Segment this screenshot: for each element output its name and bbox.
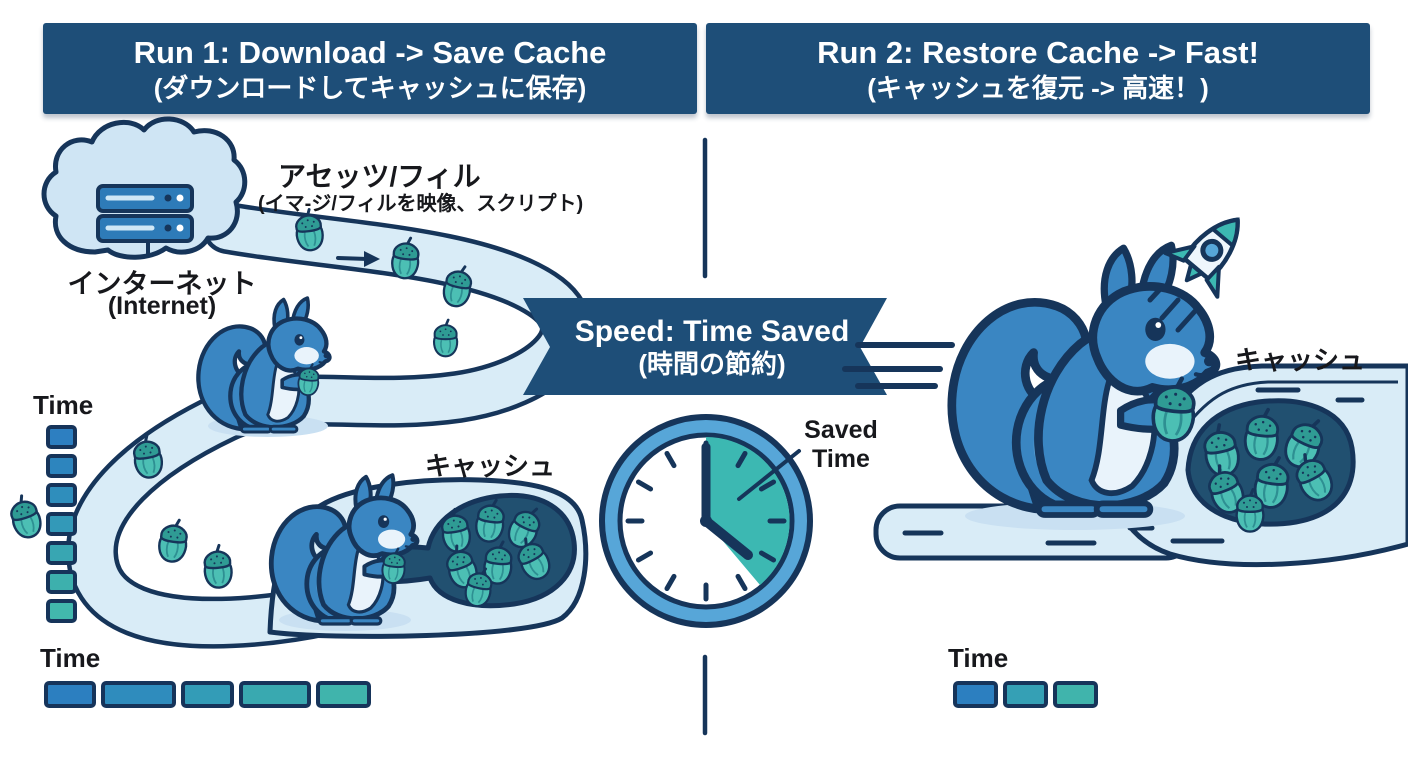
time-segment	[46, 541, 77, 565]
banner-run1-title: Run 1: Download -> Save Cache	[133, 34, 607, 70]
time-bar-right	[953, 681, 1098, 708]
time-segment	[1053, 681, 1098, 708]
banner-run2: Run 2: Restore Cache -> Fast! (キャッシュを復元 …	[706, 23, 1370, 114]
time-segment	[1003, 681, 1048, 708]
time-segment	[46, 454, 77, 478]
time-bar-right-label: Time	[948, 643, 1009, 673]
ribbon-subtitle: (時間の節約)	[638, 349, 786, 380]
ribbon-title: Speed: Time Saved	[574, 314, 850, 348]
time-segment	[953, 681, 998, 708]
saved-time-label: Saved Time	[804, 416, 878, 473]
clock-icon	[599, 414, 813, 628]
saved-time-pointer	[737, 449, 801, 501]
ribbon-banner: Speed: Time Saved (時間の節約)	[537, 301, 887, 392]
banner-run2-subtitle: (キャッシュを復元 -> 高速！)	[867, 73, 1209, 104]
banner-run1-subtitle: (ダウンロードしてキャッシュに保存)	[153, 73, 587, 104]
cache-label-right: キャッシュ	[1235, 345, 1366, 375]
time-segment	[46, 512, 77, 536]
time-segment	[101, 681, 176, 708]
road-arrow-icon	[336, 251, 380, 267]
banner-run1: Run 1: Download -> Save Cache (ダウンロードしてキ…	[43, 23, 697, 114]
time-meter-label: Time	[33, 390, 94, 420]
speed-lines	[842, 342, 955, 389]
time-segment	[46, 425, 77, 449]
time-meter-vertical	[46, 425, 77, 623]
time-segment	[46, 599, 77, 623]
banner-run2-title: Run 2: Restore Cache -> Fast!	[817, 34, 1259, 70]
time-bar-left-label: Time	[40, 643, 101, 673]
time-segment	[46, 483, 77, 507]
server-icon	[96, 184, 194, 243]
assets-label: アセッツ/フィル	[278, 161, 481, 192]
assets-sublabel: (イマ-ジ/フィルを映像、スクリプト)	[258, 193, 584, 215]
time-segment	[316, 681, 371, 708]
internet-label-jp: インターネット	[67, 269, 257, 299]
internet-label-en: (Internet)	[107, 292, 217, 320]
time-bar-left	[44, 681, 371, 708]
ribbon-banner-shape	[523, 298, 887, 395]
internet-cloud-icon	[41, 116, 248, 260]
time-segment	[239, 681, 311, 708]
time-segment	[181, 681, 234, 708]
time-segment	[44, 681, 96, 708]
rocket-icon	[1147, 217, 1240, 333]
time-segment	[46, 570, 77, 594]
cache-label-left: キャッシュ	[425, 451, 556, 481]
